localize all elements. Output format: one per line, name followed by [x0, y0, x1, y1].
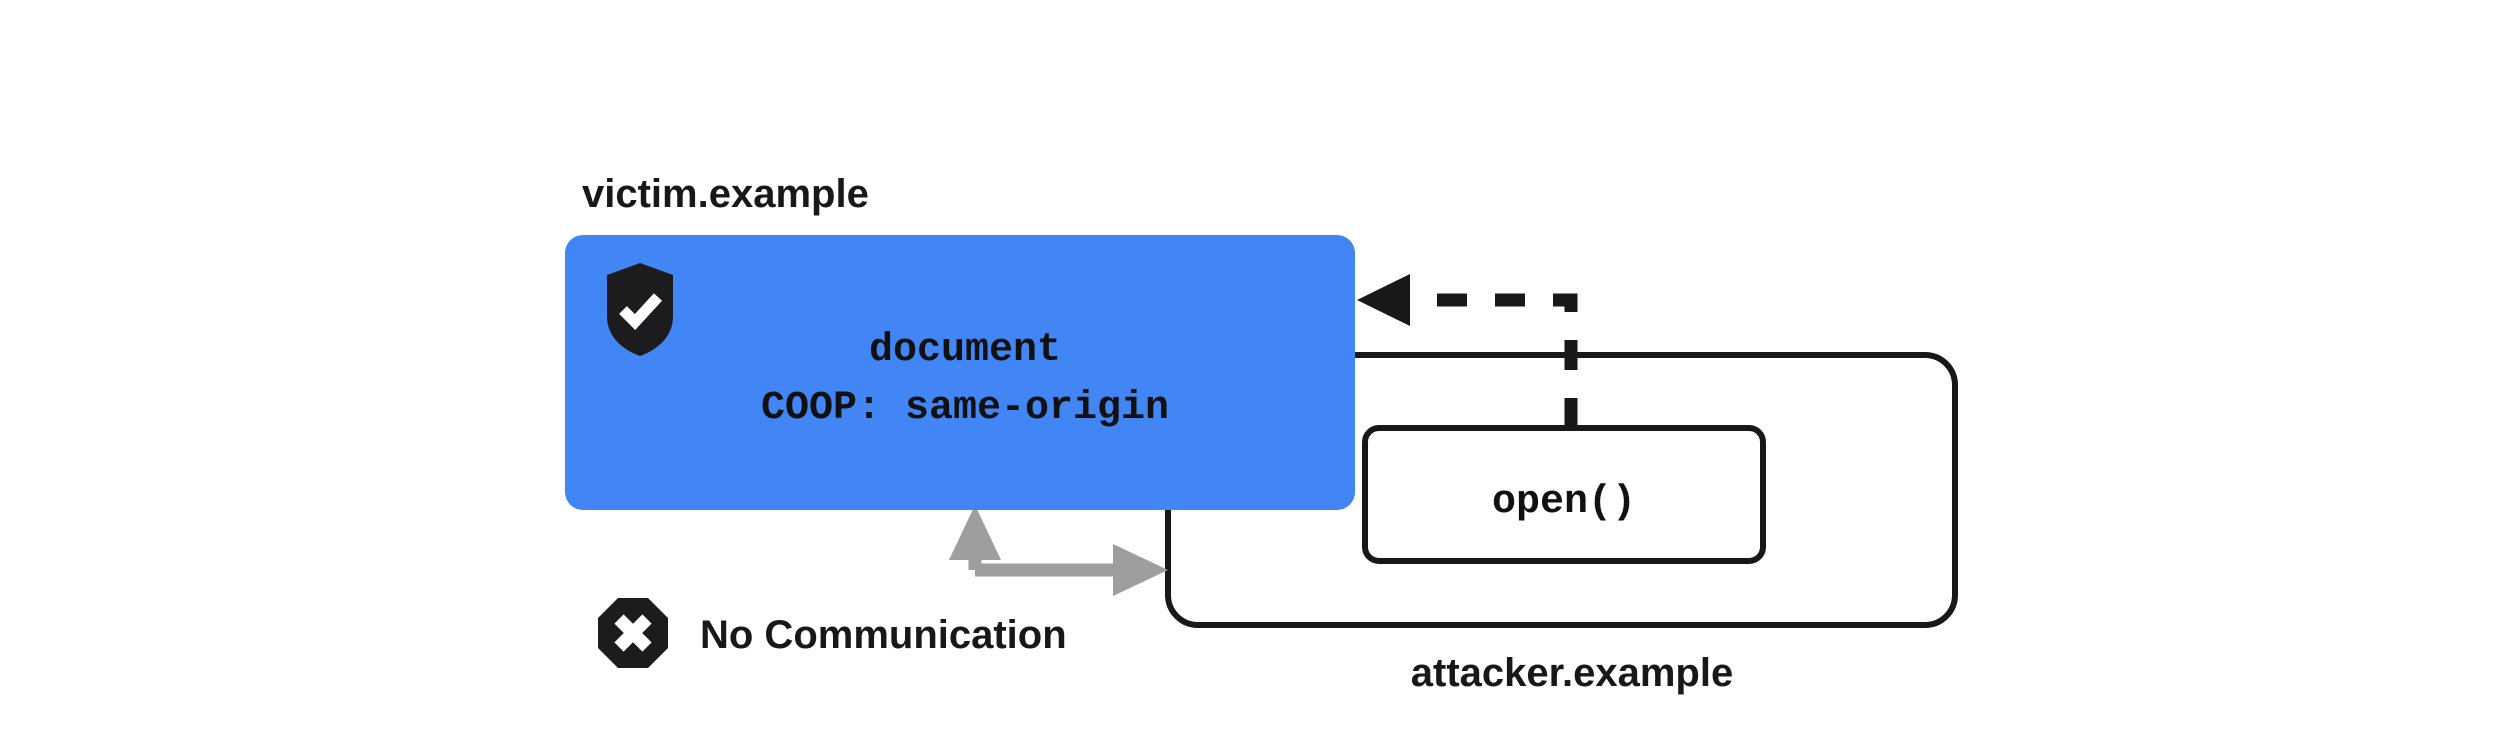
- arrowhead-left: [1357, 274, 1410, 326]
- open-dashed-arrow: [1357, 274, 1578, 428]
- no-communication-label: No Communication: [700, 613, 1067, 657]
- open-call-label: open(): [1492, 480, 1636, 525]
- victim-document-box: [565, 235, 1355, 510]
- arrowhead-right: [1113, 544, 1168, 596]
- victim-box-line2: COOP: same-origin: [761, 386, 1169, 431]
- open-call-box: [1362, 425, 1766, 564]
- victim-box-line1: document: [869, 328, 1061, 373]
- attacker-title-label: attacker.example: [1411, 651, 1733, 695]
- no-communication-arrow: [949, 505, 1168, 596]
- shield-check-icon: [607, 263, 673, 356]
- arrowhead-up: [949, 505, 1001, 560]
- octagon-x-icon: [598, 598, 668, 668]
- victim-title-label: victim.example: [582, 172, 869, 216]
- attacker-container-outline: [1165, 352, 1958, 628]
